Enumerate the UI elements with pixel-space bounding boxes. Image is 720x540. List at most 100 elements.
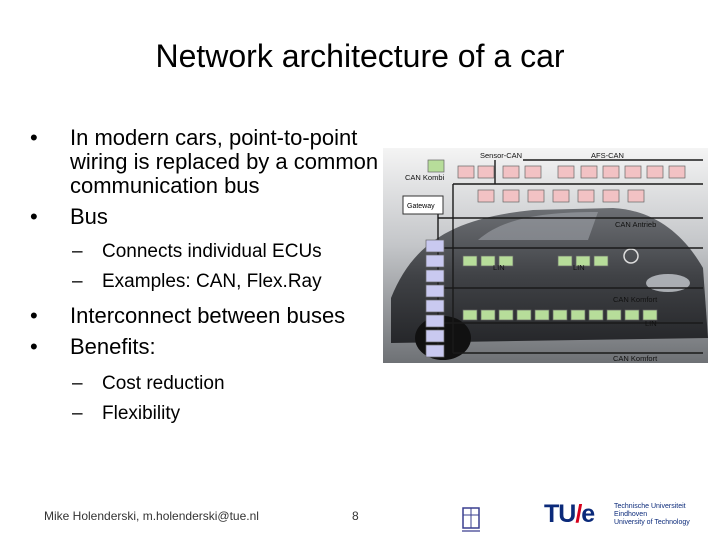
ecu-box	[575, 255, 591, 267]
sub-bullet-item: – Examples: CAN, Flex.Ray	[30, 271, 390, 292]
label-can-kombi: CAN Kombi	[405, 173, 445, 182]
ecu-box	[427, 159, 445, 173]
label-afs-can: AFS-CAN	[591, 151, 624, 160]
label-lin-left: LIN	[493, 263, 505, 272]
tue-line-1: Technische Universiteit	[614, 503, 686, 510]
tue-line-3: University of Technology	[614, 519, 690, 526]
bullet-dash: –	[72, 403, 83, 424]
sub-bullet-text: Cost reduction	[102, 373, 225, 394]
tue-text-block: Technische Universiteit Eindhoven Univer…	[614, 503, 704, 527]
gateway-box	[402, 195, 444, 215]
ecu-box	[477, 165, 495, 179]
bullet-text: In modern cars, point-to-point wiring is…	[70, 125, 379, 198]
ecu-box	[602, 165, 620, 179]
sub-bullet-item: – Flexibility	[30, 403, 390, 424]
bullet-text: Bus	[70, 204, 108, 229]
ecu-box	[425, 314, 445, 328]
ecu-box	[425, 254, 445, 268]
label-lin-mid: LIN	[573, 263, 585, 272]
ecu-box	[462, 255, 478, 267]
ecu-box	[480, 309, 496, 321]
tue-mark-e: e	[581, 500, 595, 528]
ecu-box	[570, 309, 586, 321]
page-number: 8	[352, 509, 359, 523]
ecu-box	[502, 165, 520, 179]
bullet-item: • Interconnect between buses	[30, 304, 370, 328]
ecu-box	[627, 189, 645, 203]
bullet-dot: •	[30, 204, 38, 229]
car-headlight	[646, 274, 690, 292]
ecu-box	[593, 255, 609, 267]
ecu-box	[527, 189, 545, 203]
ecu-row-antrieb	[477, 189, 645, 203]
ecu-box	[425, 284, 445, 298]
car-windshield	[478, 212, 598, 240]
label-sensor-can: Sensor-CAN	[480, 151, 522, 160]
car-network-diagram: Gateway	[383, 148, 708, 363]
car-silhouette	[391, 208, 708, 343]
bullet-dash: –	[72, 241, 83, 262]
ecu-box	[624, 309, 640, 321]
bullet-text: Benefits:	[70, 334, 156, 359]
label-can-antrieb: CAN Antrieb	[615, 220, 656, 229]
tue-logo: TU/e Technische Universiteit Eindhoven U…	[544, 500, 690, 529]
bullet-dot: •	[30, 125, 38, 150]
bullet-dot: •	[30, 334, 38, 359]
sub-bullet-text: Connects individual ECUs	[102, 241, 322, 262]
sub-bullet-text: Examples: CAN, Flex.Ray	[102, 271, 322, 292]
vw-logo-icon	[623, 248, 639, 264]
ecu-box	[552, 189, 570, 203]
ecu-box	[457, 165, 475, 179]
label-can-komfort-2: CAN Komfort	[613, 354, 658, 363]
tue-mark-slash: /	[575, 500, 582, 528]
ecu-box	[462, 309, 478, 321]
ecu-box	[480, 255, 496, 267]
bullet-dash: –	[72, 271, 83, 292]
bullet-item: • Benefits:	[30, 335, 390, 359]
ecu-box	[502, 189, 520, 203]
sub-bullet-text: Flexibility	[102, 403, 181, 424]
label-lin-right: LIN	[645, 319, 657, 328]
ecu-row-lin	[462, 255, 609, 267]
ecu-box	[602, 189, 620, 203]
label-can-komfort-1: CAN Komfort	[613, 295, 658, 304]
ecu-box	[425, 329, 445, 343]
ecu-box	[524, 165, 542, 179]
bullet-text: Interconnect between buses	[70, 303, 346, 328]
ecu-box	[624, 165, 642, 179]
gateway-label: Gateway	[407, 203, 435, 210]
university-seal-icon	[462, 507, 480, 532]
ecu-box	[577, 189, 595, 203]
ecu-box	[557, 255, 573, 267]
ecu-box	[425, 269, 445, 283]
bullet-item: • In modern cars, point-to-point wiring …	[30, 126, 390, 198]
ecu-box	[557, 165, 575, 179]
bullet-dash: –	[72, 373, 83, 394]
ecu-box	[552, 309, 568, 321]
ecu-box	[425, 299, 445, 313]
sub-bullet-item: – Cost reduction	[30, 373, 390, 394]
ecu-row-komfort	[462, 309, 658, 321]
tue-line-2: Eindhoven	[614, 511, 648, 518]
tue-wordmark: TU/e	[544, 500, 595, 528]
slide-title: Network architecture of a car	[155, 38, 565, 74]
ecu-box	[425, 239, 445, 253]
ecu-box	[580, 165, 598, 179]
bullet-list: • In modern cars, point-to-point wiring …	[30, 126, 390, 433]
tue-mark-tu: TU	[544, 500, 576, 528]
ecu-box	[498, 255, 514, 267]
ecu-box	[498, 309, 514, 321]
footer-author: Mike Holenderski, m.holenderski@tue.nl	[44, 509, 259, 523]
ecu-box	[425, 344, 445, 358]
ecu-box	[642, 309, 658, 321]
ecu-box	[534, 309, 550, 321]
ecu-box	[588, 309, 604, 321]
sub-bullet-item: – Connects individual ECUs	[30, 241, 390, 262]
bullet-dot: •	[30, 303, 38, 328]
ecu-column	[425, 239, 445, 358]
ecu-box	[668, 165, 686, 179]
bullet-item: • Bus	[30, 205, 390, 229]
ecu-box	[606, 309, 622, 321]
ecu-box	[477, 189, 495, 203]
ecu-box	[646, 165, 664, 179]
